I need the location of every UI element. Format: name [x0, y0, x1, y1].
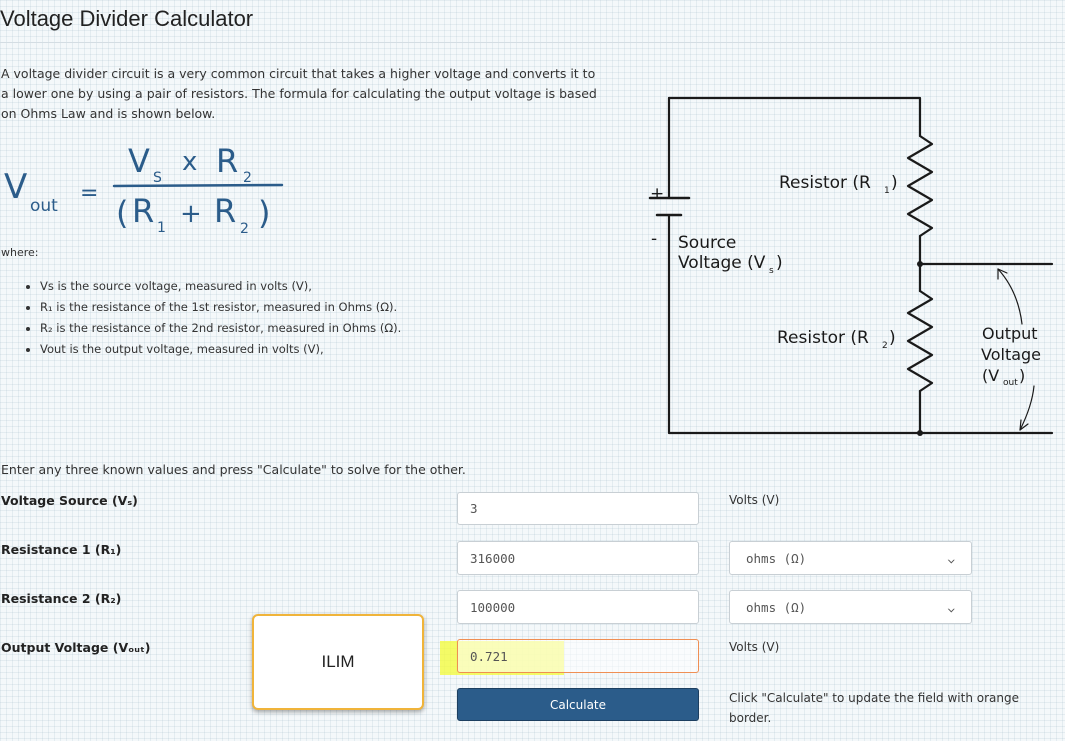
wire-top	[667, 96, 922, 138]
r1-unit-select[interactable]: ohms (Ω) ⌄	[729, 541, 972, 575]
source-label-sub: s	[769, 266, 774, 276]
output-label-line3: (V	[982, 366, 999, 385]
r2-label: Resistance 2 (R₂)	[1, 591, 122, 606]
calculate-note: Click "Calculate" to update the field wi…	[729, 691, 1019, 725]
title-divider	[0, 42, 1065, 43]
formula-open-paren: (	[116, 194, 128, 232]
page-title: Voltage Divider Calculator	[0, 6, 254, 31]
vs-unit: Volts (V)	[729, 493, 780, 507]
definition-vs: Vs is the source voltage, measured in vo…	[40, 276, 401, 297]
vs-input[interactable]: 3	[457, 492, 699, 525]
intro-paragraph: A voltage divider circuit is a very comm…	[1, 66, 597, 121]
definition-vout: Vout is the output voltage, measured in …	[40, 339, 401, 360]
resistor-r1-label: Resistor (R	[779, 173, 871, 193]
output-label-line2: Voltage	[981, 345, 1041, 364]
ilim-overlay-box: ILIM	[252, 614, 424, 710]
resistor-r2-label: Resistor (R	[777, 328, 869, 348]
battery-minus: -	[651, 229, 657, 249]
formula-times: x	[182, 147, 197, 177]
resistor-r1-symbol	[906, 134, 934, 238]
source-label-line1: Source	[678, 233, 736, 253]
formula-vs: V	[128, 142, 150, 180]
resistor-r1-close: )	[891, 173, 898, 193]
formula-close-paren: )	[258, 194, 270, 232]
r2-unit-value: ohms (Ω)	[746, 599, 807, 615]
battery-plus: +	[650, 184, 664, 204]
r1-label: Resistance 1 (R₁)	[1, 542, 122, 557]
formula-fraction-bar	[112, 183, 284, 188]
resistor-r2-close: )	[889, 328, 896, 348]
definitions-list: Vs is the source voltage, measured in vo…	[22, 276, 401, 360]
r2-unit-select[interactable]: ohms (Ω) ⌄	[729, 590, 972, 624]
definition-r1: R₁ is the resistance of the 1st resistor…	[40, 297, 401, 318]
formula-r2: R	[216, 142, 238, 180]
source-label-close: )	[776, 253, 783, 273]
chevron-down-icon: ⌄	[947, 551, 957, 565]
formula-r2b: R	[214, 192, 236, 230]
output-label-close: )	[1019, 366, 1025, 385]
formula-vout: V	[4, 167, 27, 207]
output-arrow-up	[997, 268, 1023, 325]
formula-vout-sub: out	[30, 196, 58, 216]
where-label: where:	[1, 246, 39, 259]
resistor-r2-symbol	[906, 289, 934, 393]
instructions: Enter any three known values and press "…	[1, 462, 466, 477]
formula-r2b-sub: 2	[240, 221, 249, 237]
source-label-line2: Voltage (V	[678, 253, 766, 273]
definition-r2: R₂ is the resistance of the 2nd resistor…	[40, 318, 401, 339]
wire-bottom	[667, 214, 922, 435]
vs-label: Voltage Source (Vₛ)	[1, 493, 138, 508]
vout-label: Output Voltage (Vₒᵤₜ)	[1, 640, 151, 655]
chevron-down-icon: ⌄	[947, 600, 957, 614]
resistor-r2-sub: 2	[882, 341, 888, 351]
formula-vs-sub: S	[153, 170, 162, 186]
resistor-r1-sub: 1	[884, 186, 890, 196]
calculate-button[interactable]: Calculate	[457, 688, 699, 721]
formula-r2-sub: 2	[243, 170, 252, 186]
output-label-line1: Output	[982, 324, 1038, 343]
formula-r1: R	[132, 192, 154, 230]
r1-input[interactable]: 316000	[457, 541, 699, 575]
circuit-diagram: + - Source Voltage (V s ) Resistor (R 1 …	[648, 96, 1054, 436]
voltage-divider-formula: V out = V S x R 2 ( R 1 + R 2 )	[4, 142, 284, 237]
formula-plus: +	[180, 199, 202, 229]
r1-unit-value: ohms (Ω)	[746, 550, 807, 566]
output-arrow-down	[1019, 385, 1035, 431]
vout-unit: Volts (V)	[729, 640, 780, 654]
vout-input[interactable]: 0.721	[457, 639, 699, 673]
r2-input[interactable]: 100000	[457, 590, 699, 624]
output-label-sub: out	[1003, 378, 1018, 388]
formula-r1-sub: 1	[157, 220, 166, 236]
formula-equals: =	[80, 181, 98, 206]
